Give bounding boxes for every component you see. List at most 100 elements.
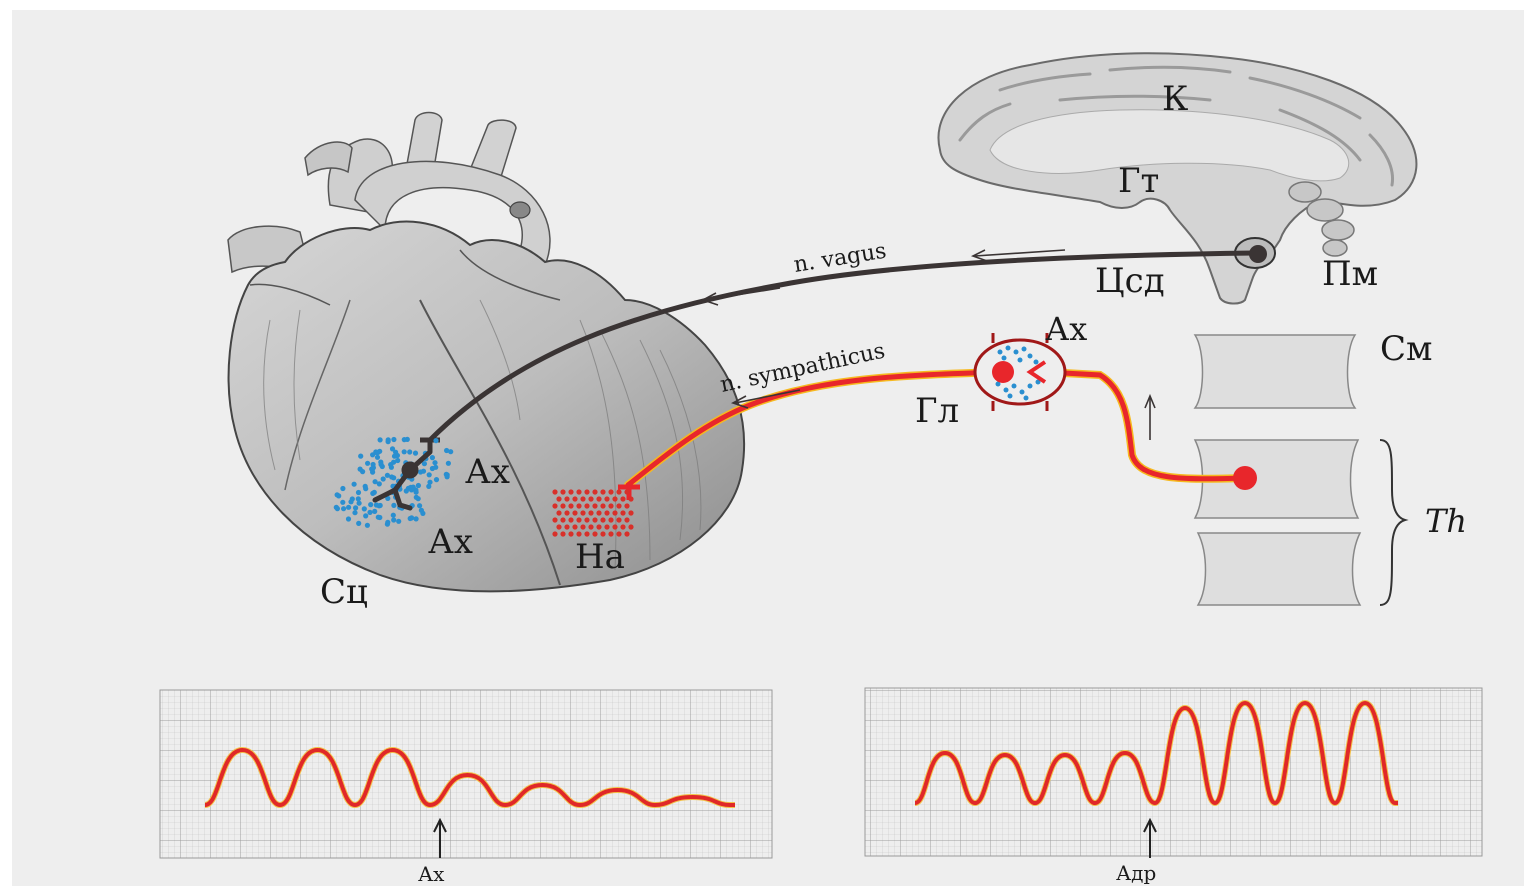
noradrenaline-dot	[568, 503, 574, 509]
noradrenaline-dot	[620, 496, 626, 502]
noradrenaline-dot	[588, 496, 594, 502]
noradrenaline-dot	[628, 510, 634, 516]
noradrenaline-dot	[584, 489, 590, 495]
spinal-cord-segments	[1193, 334, 1362, 606]
heart-trace-vagus	[204, 748, 735, 807]
noradrenaline-dot	[552, 531, 558, 537]
noradrenaline-dot	[552, 503, 558, 509]
acetylcholine-dot	[376, 481, 382, 487]
noradrenaline-dot	[620, 510, 626, 516]
noradrenaline-dot	[604, 524, 610, 530]
label-hypothalamus: Гт	[1118, 161, 1159, 201]
noradrenaline-dot	[584, 517, 590, 523]
acetylcholine-dot	[432, 460, 438, 466]
vagus-nerve	[427, 250, 1258, 443]
acetylcholine-dot	[448, 449, 454, 455]
acetylcholine-dot	[391, 502, 397, 508]
acetylcholine-dot	[393, 449, 399, 455]
noradrenaline-dot	[564, 510, 570, 516]
acetylcholine-dot	[401, 437, 407, 443]
acetylcholine-dot	[413, 489, 419, 495]
acetylcholine-dot	[412, 450, 419, 456]
noradrenaline-dot	[616, 503, 622, 509]
acetylcholine-dot	[340, 485, 346, 492]
noradrenaline-dot	[556, 496, 562, 502]
acetylcholine-dot	[373, 449, 379, 455]
acetylcholine-dot	[372, 508, 378, 514]
trace-left-marker: Ах	[418, 862, 445, 886]
noradrenaline-dot	[624, 489, 630, 495]
acetylcholine-dot	[378, 461, 384, 468]
label-ganglion-mediator: Ах	[1045, 310, 1087, 348]
noradrenaline-dot	[624, 503, 630, 509]
acetylcholine-dot	[341, 506, 347, 512]
noradrenaline-dot	[552, 489, 558, 495]
acetylcholine-dot	[363, 513, 369, 519]
noradrenaline-dot	[616, 517, 622, 523]
label-noradrenaline: На	[575, 537, 625, 577]
noradrenaline-dot	[584, 503, 590, 509]
noradrenaline-dot	[572, 496, 578, 502]
acetylcholine-dot	[355, 496, 361, 502]
acetylcholine-dot	[433, 477, 440, 483]
acetylcholine-dot	[377, 437, 383, 443]
acetylcholine-dot	[413, 494, 419, 500]
noradrenaline-dot	[556, 510, 562, 516]
acetylcholine-dot	[388, 464, 394, 470]
label-vagus-mediator-lower: Ах	[428, 522, 473, 562]
acetylcholine-dot	[390, 512, 396, 518]
noradrenaline-dot	[592, 503, 598, 509]
acetylcholine-dot	[364, 522, 370, 528]
sympathetic-direction-arrows	[730, 389, 1156, 440]
noradrenaline-dot	[612, 510, 618, 516]
acetylcholine-dot	[385, 519, 391, 526]
acetylcholine-dot	[368, 502, 374, 508]
acetylcholine-dot	[426, 483, 432, 489]
acetylcholine-dot	[445, 460, 451, 466]
noradrenaline-dot	[560, 489, 566, 495]
noradrenaline-dot	[604, 510, 610, 516]
label-cardiac-plexus: Сц	[320, 572, 368, 612]
acetylcholine-dot	[391, 459, 397, 465]
noradrenaline-dot	[572, 510, 578, 516]
trace-left-arrow	[433, 817, 447, 858]
acetylcholine-dot	[417, 503, 423, 509]
noradrenaline-dot	[588, 524, 594, 530]
acetylcholine-dot	[361, 506, 367, 512]
acetylcholine-dot	[401, 449, 407, 455]
noradrenaline-dot	[560, 517, 566, 523]
label-ganglion: Гл	[915, 391, 959, 431]
acetylcholine-dot	[444, 474, 450, 480]
noradrenaline-dot	[600, 503, 606, 509]
acetylcholine-dot	[358, 453, 364, 459]
noradrenaline-dot	[608, 489, 614, 495]
acetylcholine-dot	[391, 436, 397, 443]
acetylcholine-dot	[346, 504, 352, 510]
acetylcholine-dot	[380, 476, 386, 482]
acetylcholine-dot	[415, 482, 421, 489]
noradrenaline-dot	[568, 517, 574, 523]
acetylcholine-dot	[433, 438, 439, 444]
label-thoracic: Th	[1425, 502, 1467, 540]
noradrenaline-dot	[624, 517, 630, 523]
acetylcholine-dot	[374, 454, 381, 460]
label-cortex: К	[1162, 79, 1188, 119]
noradrenaline-dot	[584, 531, 590, 537]
acetylcholine-dot	[417, 469, 424, 475]
noradrenaline-dot	[608, 517, 614, 523]
acetylcholine-dot	[363, 486, 369, 492]
noradrenaline-dot	[576, 517, 582, 523]
trace-right-arrow	[1143, 817, 1157, 858]
noradrenaline-dot	[576, 531, 582, 537]
noradrenaline-dot	[628, 524, 634, 530]
noradrenaline-dot	[604, 496, 610, 502]
acetylcholine-dot	[389, 446, 396, 452]
noradrenaline-dot	[592, 531, 598, 537]
acetylcholine-dot	[426, 472, 432, 478]
acetylcholine-dot	[365, 460, 371, 466]
noradrenaline-dot	[592, 489, 598, 495]
acetylcholine-dot	[353, 505, 359, 511]
acetylcholine-dot	[385, 495, 391, 501]
acetylcholine-dot	[403, 488, 409, 494]
